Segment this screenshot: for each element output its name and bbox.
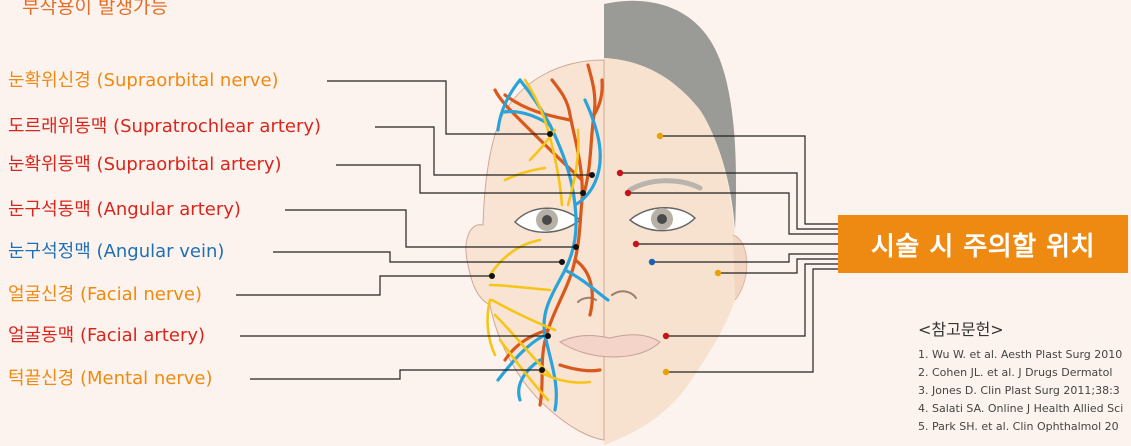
caution-banner: 시술 시 주의할 위치 bbox=[838, 215, 1128, 273]
reference-item: 4. Salati SA. Online J Health Allied Sci bbox=[918, 400, 1131, 418]
references-title: <참고문헌> bbox=[918, 316, 1131, 340]
reference-item: 1. Wu W. et al. Aesth Plast Surg 2010 bbox=[918, 346, 1131, 364]
reference-item: 2. Cohen JL. et al. J Drugs Dermatol bbox=[918, 364, 1131, 382]
reference-item: 3. Jones D. Clin Plast Surg 2011;38:3 bbox=[918, 382, 1131, 400]
references-section: <참고문헌> 1. Wu W. et al. Aesth Plast Surg … bbox=[918, 316, 1131, 436]
ear-right bbox=[733, 235, 747, 300]
reference-item: 5. Park SH. et al. Clin Ophthalmol 20 bbox=[918, 418, 1131, 436]
